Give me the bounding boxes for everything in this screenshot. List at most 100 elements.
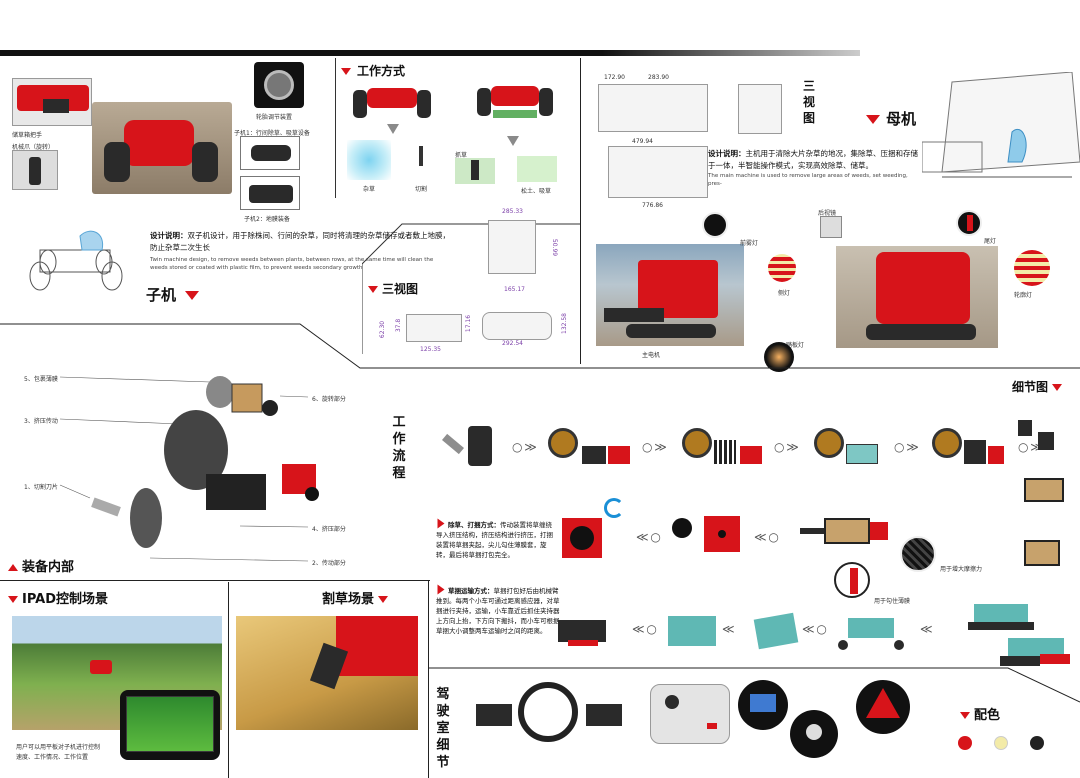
detail-view-marker-icon [1052, 384, 1063, 391]
handle-photo [12, 78, 92, 126]
workflow-step-parts [432, 416, 502, 476]
ipad-device [120, 690, 220, 760]
side-light-label: 侧灯 [778, 290, 791, 297]
flow-arrow-icon: ○ ≫ [894, 440, 919, 454]
sub-three-view-title: 三视图 [368, 280, 418, 297]
mother-machine-sketch [921, 71, 1080, 192]
weed-bale-marker-icon [437, 518, 445, 529]
sub-front-view [406, 314, 462, 342]
sub-machine-marker-icon [185, 291, 200, 300]
mowing-scene-photo [236, 616, 418, 730]
mother-photo-rear [836, 246, 998, 348]
claw-label: 抓草 [455, 152, 468, 159]
color-swatch-red [958, 736, 972, 750]
mother-machine-block: 172.90 283.90 479.94 776.86 三视图 母机 设计说明：… [582, 58, 1080, 378]
flow-arrow-icon: ○ ≫ [512, 440, 537, 454]
transport-heading: 草捆运输方式： [448, 587, 494, 595]
main-design-english: The main machine is used to remove large… [708, 173, 908, 187]
sub-three-view-marker-icon [368, 286, 378, 293]
main-design-text: 主机用于清除大片杂草的地况，集除草、压捆和存储于一体，半智能操作模式，实现高效除… [708, 149, 918, 170]
step-light-label: 踏板灯 [786, 342, 805, 349]
cockpit-title: 驾驶室细节 [436, 687, 450, 770]
internal-label-4: 4、挤压部分 [312, 526, 346, 533]
work-mode-block: 工作方式 杂草 切割 抓草 松土、吸草 [335, 58, 575, 198]
transport-text: 草捆打包好后由机械臂推到。每两个小车可通过距离感应器，对草捆进行夹持，运输，小车… [436, 587, 560, 635]
transport-note: 草捆运输方式：草捆打包好后由机械臂推到。每两个小车可通过距离感应器，对草捆进行夹… [436, 584, 560, 636]
front-light-label: 前雾灯 [740, 240, 759, 247]
sub-design-text: 双子机设计，用于除株间、行间的杂草，同时将清理的杂草储存或者敷上地膜，防止杂草二… [150, 231, 450, 252]
dim-w4: 292.54 [502, 340, 523, 347]
divider-cockpit [428, 580, 429, 778]
work-mode-machine-1 [349, 82, 435, 122]
cart-step-2 [668, 616, 716, 646]
mowing-scene-title: 割草场景 [322, 588, 389, 607]
handle-label: 储草箱把手 [12, 132, 43, 139]
main-dim-d: 776.86 [642, 202, 663, 209]
rear-mirror-label: 后视镜 [818, 210, 837, 217]
internal-label-2: 2、传动部分 [312, 560, 346, 567]
main-side-view [598, 84, 708, 132]
sub-design-heading: 设计说明： [150, 231, 188, 240]
bale-red-step [704, 516, 740, 552]
divider-vertical [580, 58, 581, 364]
cart-step-5 [966, 604, 1036, 634]
mowing-marker-icon [378, 596, 389, 603]
section-divider-lines [0, 323, 1080, 369]
divider-left-bottom [0, 580, 430, 581]
color-swatch-cream [994, 736, 1008, 750]
cockpit-steering [474, 682, 626, 742]
weed-bale-heading: 除草、打捆方式： [448, 521, 500, 529]
rear-mirror-detail [820, 216, 842, 238]
internal-title: 装备内部 [8, 556, 74, 575]
rotate-icon [604, 498, 624, 518]
flow-arrow-icon: ≪ [920, 622, 933, 636]
down-arrow-icon [507, 136, 519, 146]
color-marker-icon [960, 712, 970, 719]
main-dim-b: 283.90 [648, 74, 669, 81]
wind-light-label: 尾灯 [984, 238, 997, 245]
top-divider-bar [0, 50, 860, 56]
cut-illustration [409, 146, 433, 170]
weed-bale-text: 传动装置将草缠绕导入挤压结构，挤压结构进行挤压，打捆装置将草捆夹起，尖儿勾住薄膜… [436, 521, 553, 559]
sub-design-note: 设计说明：双子机设计，用于除株间、行间的杂草，同时将清理的杂草储存或者敷上地膜，… [150, 230, 450, 272]
sub2-photo [240, 176, 300, 210]
main-design-heading: 设计说明： [708, 149, 746, 158]
contour-light-detail [1014, 250, 1050, 286]
dim-h1: 50.99 [551, 238, 559, 257]
weed-label: 杂草 [363, 186, 376, 193]
workflow-step-2 [682, 414, 772, 470]
hook-note: 用于勾住薄膜 [874, 598, 911, 605]
front-light-detail [702, 212, 728, 238]
weed-bale-note: 除草、打捆方式：传动装置将草缠绕导入挤压结构，挤压结构进行挤压，打捆装置将草捆夹… [436, 518, 554, 560]
mother-photo-front [596, 244, 744, 346]
weed-illustration [347, 140, 391, 180]
friction-detail [900, 536, 936, 572]
work-mode-title: 工作方式 [341, 62, 405, 79]
workflow-row-2: ≪ ○ ≪ ○ 用于增大摩擦力 用于勾住薄膜 [560, 496, 1010, 605]
workflow-title: 工作流程 [392, 415, 406, 481]
down-arrow-icon [387, 124, 399, 134]
internal-label-1: 1、切割刀片 [24, 484, 58, 491]
side-light-detail [768, 254, 796, 282]
ipad-marker-icon [8, 596, 18, 603]
sub-top-view [488, 220, 536, 274]
workflow-step-4 [932, 414, 1022, 470]
claw-illustration [455, 158, 495, 184]
flow-arrow-icon: ≪ ○ [754, 530, 779, 544]
bale-stack [1014, 418, 1076, 578]
cart-step-1 [558, 612, 620, 648]
hazard-button-detail [856, 680, 910, 734]
sub-design-english: Twin machine design, to remove weeds bet… [150, 257, 434, 271]
thick-note: 用于增大摩擦力 [940, 566, 983, 573]
internal-marker-icon [8, 564, 18, 571]
sub1-label: 子机1：行间除草、吸草设备 [234, 130, 310, 137]
sub-machine-title: 子机 [146, 284, 200, 305]
divider-ipad-mow [228, 582, 229, 778]
color-swatch-black [1030, 736, 1044, 750]
main-three-view-title: 三视图 [802, 79, 815, 125]
internal-label-6: 6、旋转部分 [312, 396, 346, 403]
color-scheme-title: 配色 [960, 704, 1000, 723]
ipad-note-line1: 用户可以用平板对子机进行控制 [16, 744, 101, 751]
wheel-adjust-label: 轮胎调节装置 [256, 114, 293, 121]
cart-step-4 [836, 614, 906, 650]
